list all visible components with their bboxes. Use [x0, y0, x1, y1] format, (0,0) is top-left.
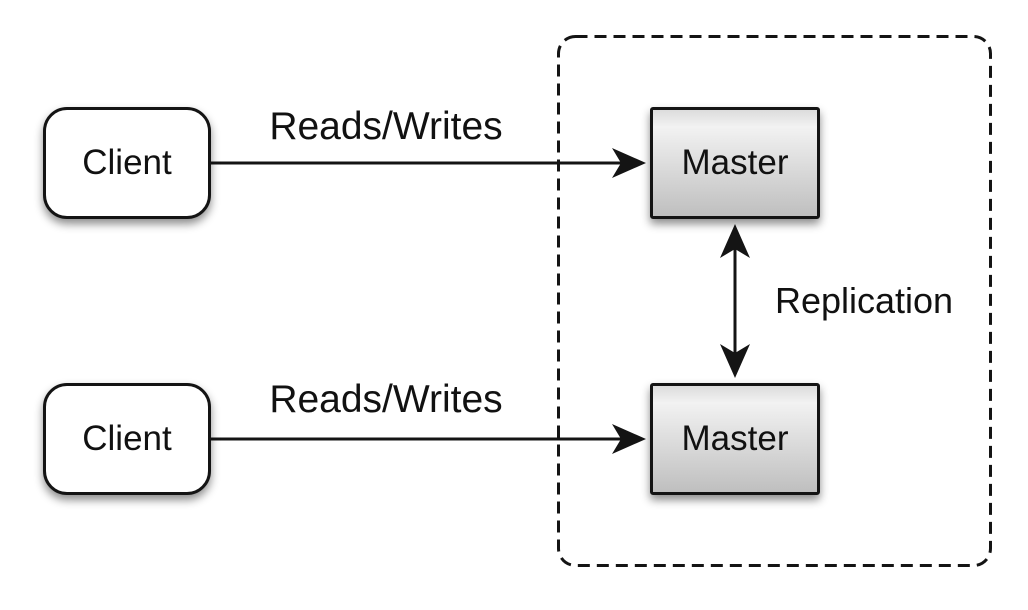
- node-client-bottom: Client: [43, 383, 211, 495]
- node-client-top-label: Client: [82, 143, 172, 182]
- edge-label-reads-writes-bottom: Reads/Writes: [269, 378, 503, 421]
- replication-group-boundary: [557, 35, 992, 567]
- node-master-bottom-label: Master: [681, 419, 789, 458]
- node-client-top: Client: [43, 107, 211, 219]
- arrowhead-right-top-icon: [612, 148, 646, 178]
- node-master-bottom: Master: [650, 383, 820, 495]
- arrowhead-up-icon: [720, 224, 750, 258]
- node-client-bottom-label: Client: [82, 419, 172, 458]
- edge-label-replication: Replication: [774, 280, 954, 321]
- arrowhead-down-icon: [720, 344, 750, 378]
- edge-label-reads-writes-top: Reads/Writes: [269, 105, 503, 148]
- node-master-top: Master: [650, 107, 820, 219]
- node-master-top-label: Master: [681, 143, 789, 182]
- arrowhead-right-bottom-icon: [612, 424, 646, 454]
